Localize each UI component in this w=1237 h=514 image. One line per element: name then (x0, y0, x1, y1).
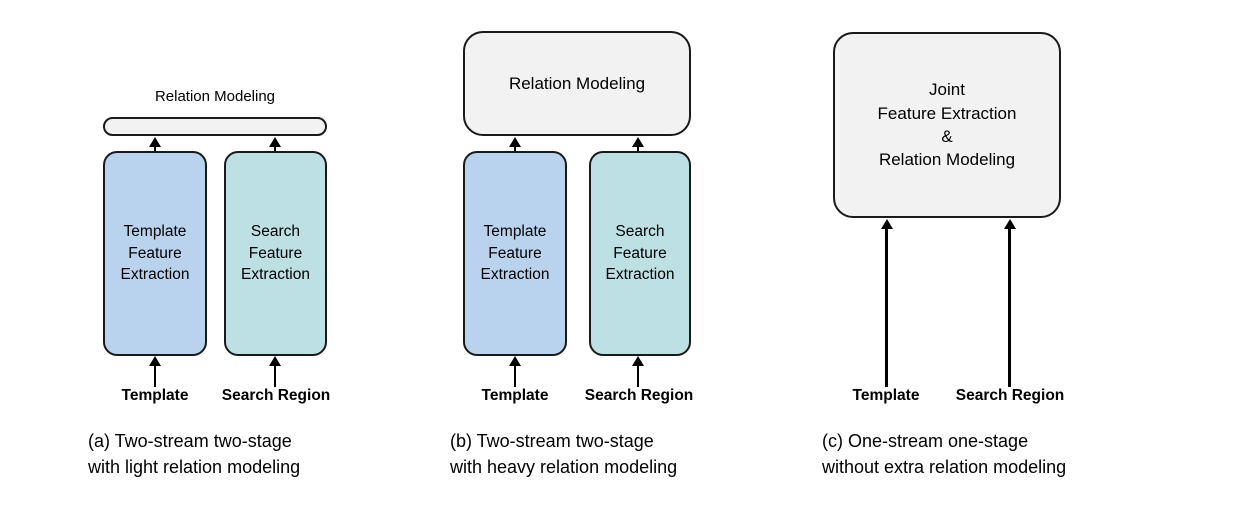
input-label-search-region-c: Search Region (955, 387, 1065, 404)
arrow-head-icon (632, 137, 644, 147)
arrow-head-icon (269, 356, 281, 366)
template-feature-extraction-box-a: Template Feature Extraction (103, 151, 207, 356)
arrow-template-input-c (880, 219, 893, 387)
arrow-head-icon (1003, 219, 1016, 229)
arrow-head-icon (632, 356, 644, 366)
caption-b: (b) Two-stream two-stage with heavy rela… (450, 431, 678, 478)
template-feature-extraction-box-b: Template Feature Extraction (463, 151, 567, 356)
arrow-search-input-c (1003, 219, 1016, 387)
input-label-template-a: Template (121, 387, 189, 404)
arrow-template-input-a (149, 356, 161, 387)
input-label-template-c: Template (852, 387, 920, 404)
arrow-search-input-b (632, 356, 644, 387)
arrow-head-icon (880, 219, 893, 229)
arrow-search-input-a (269, 356, 281, 387)
input-label-search-region-a: Search Region (221, 387, 331, 404)
joint-feature-extraction-relation-modeling-box-c: Joint Feature Extraction & Relation Mode… (833, 32, 1061, 218)
caption-c: (c) One-stream one-stage without extra r… (822, 431, 1067, 478)
input-label-search-region-b: Search Region (584, 387, 694, 404)
search-feature-extraction-box-a: Search Feature Extraction (224, 151, 327, 356)
arrow-head-icon (149, 137, 161, 147)
arrow-head-icon (269, 137, 281, 147)
arrow-template-input-b (509, 356, 521, 387)
caption-a: (a) Two-stream two-stage with light rela… (88, 431, 301, 478)
relation-modeling-label-a: Relation Modeling (154, 88, 276, 105)
relation-modeling-box-b: Relation Modeling (463, 31, 691, 136)
arrow-head-icon (509, 137, 521, 147)
relation-modeling-pill-a (103, 117, 327, 136)
arrow-head-icon (509, 356, 521, 366)
input-label-template-b: Template (481, 387, 549, 404)
arrow-head-icon (149, 356, 161, 366)
search-feature-extraction-box-b: Search Feature Extraction (589, 151, 691, 356)
